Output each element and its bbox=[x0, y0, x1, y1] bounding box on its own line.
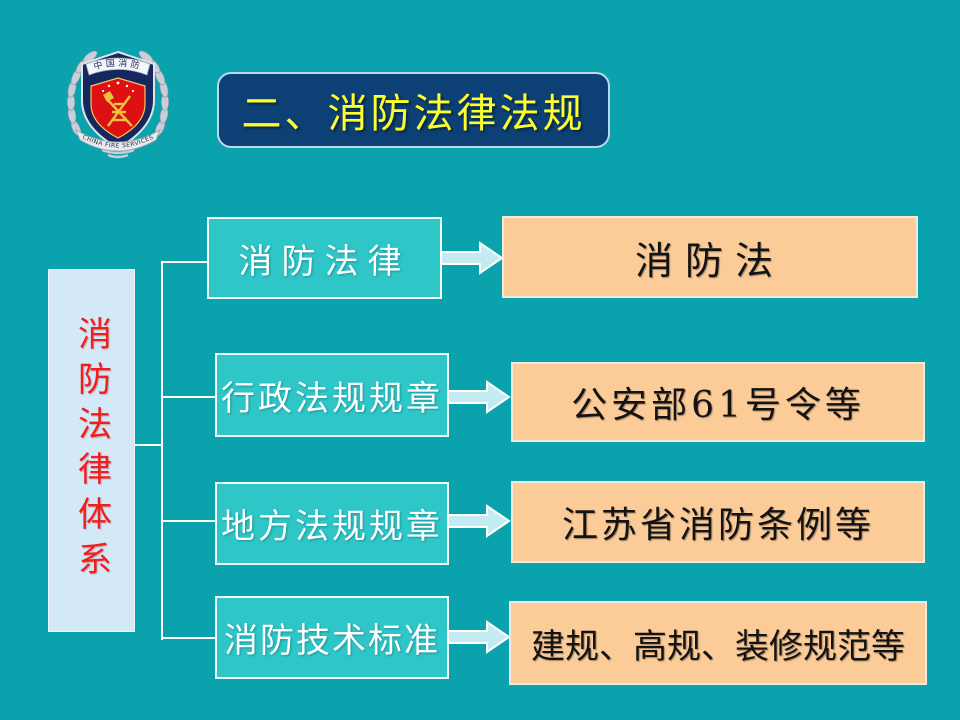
result-label: 建规、高规、装修规范等 bbox=[531, 626, 905, 667]
slide-title: 二、消防法律法规 bbox=[241, 91, 586, 137]
connector-vertical-line bbox=[161, 261, 163, 640]
arrow-right-icon bbox=[440, 241, 504, 275]
slide-title-bar: 二、消防法律法规 bbox=[217, 72, 610, 148]
connector-branch-4-line bbox=[161, 637, 216, 639]
svg-text:中国消防: 中国消防 bbox=[92, 57, 144, 73]
connector-branch-2-line bbox=[161, 396, 216, 398]
category-box-local-regulations: 地方法规规章 bbox=[215, 482, 449, 565]
fire-badge-icon: 中国消防 bbox=[66, 50, 170, 159]
category-box-fire-laws: 消防法律 bbox=[207, 217, 442, 299]
root-box-label: 消防法律体系 bbox=[71, 315, 112, 586]
category-label: 行政法规规章 bbox=[221, 378, 443, 419]
result-label: 公安部61号令等 bbox=[571, 385, 865, 426]
result-box-construction-codes: 建规、高规、装修规范等 bbox=[509, 601, 927, 685]
root-box-fire-law-system: 消防法律体系 bbox=[48, 269, 135, 632]
connector-branch-1-line bbox=[161, 261, 207, 263]
arrow-right-icon bbox=[447, 380, 511, 414]
category-label: 消防技术标准 bbox=[224, 621, 440, 661]
category-box-administrative-regulations: 行政法规规章 bbox=[215, 353, 449, 437]
category-label: 地方法规规章 bbox=[221, 507, 443, 547]
result-label: 消防法 bbox=[634, 238, 785, 283]
connector-root-stub-line bbox=[133, 444, 161, 446]
category-label: 消防法律 bbox=[238, 241, 411, 282]
china-fire-services-logo: 中国消防 bbox=[62, 38, 174, 162]
connector-branch-3-line bbox=[161, 520, 216, 522]
arrow-right-icon bbox=[447, 504, 511, 538]
logo-top-banner-text: 中国消防 bbox=[92, 57, 141, 73]
result-box-jiangsu-fire-regulation: 江苏省消防条例等 bbox=[511, 481, 925, 563]
result-box-fire-protection-law: 消防法 bbox=[502, 216, 918, 298]
category-box-technical-standards: 消防技术标准 bbox=[215, 596, 449, 679]
result-label: 江苏省消防条例等 bbox=[561, 505, 874, 546]
arrow-right-icon bbox=[447, 620, 511, 654]
result-box-ministry-order-61: 公安部61号令等 bbox=[511, 362, 925, 442]
